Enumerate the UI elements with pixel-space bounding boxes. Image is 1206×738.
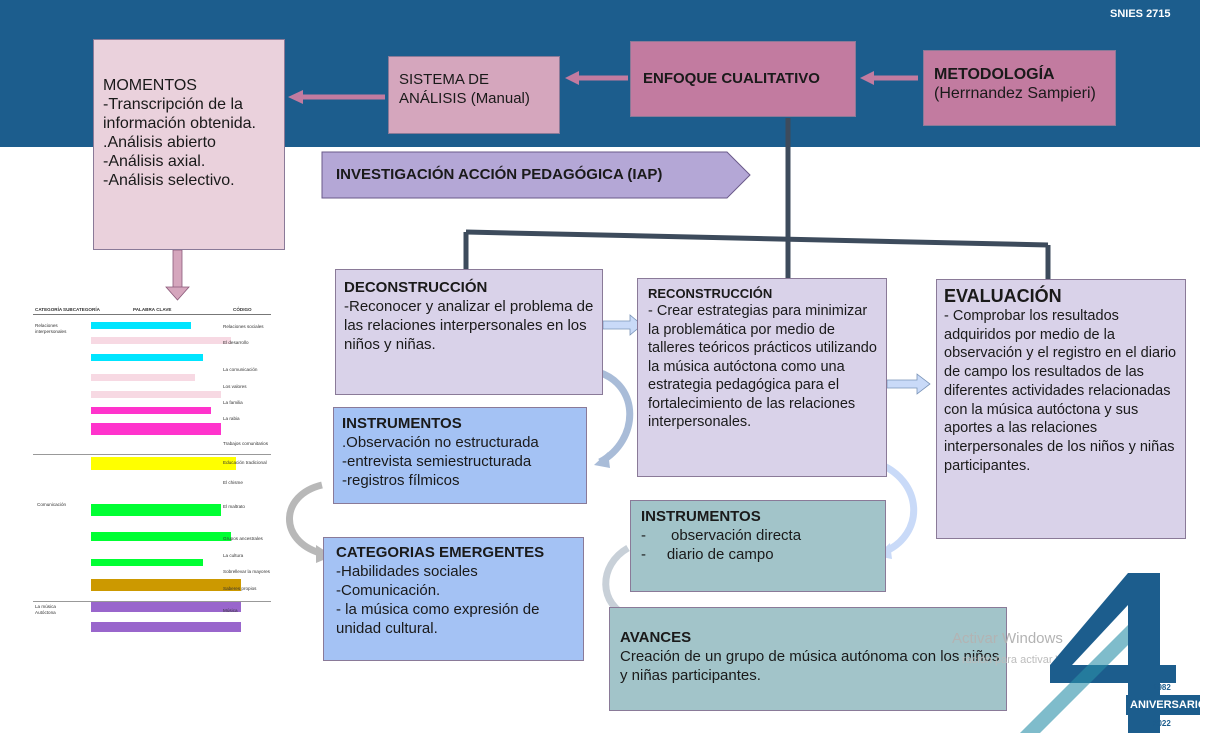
table-code: Educación tradicional	[223, 460, 267, 465]
table-code: La rabia	[223, 416, 240, 421]
enfoque-title: ENFOQUE CUALITATIVO	[643, 70, 820, 87]
arrowhead-table	[165, 286, 190, 301]
table-code: El maltrato	[223, 504, 245, 509]
instrumentos2-box: INSTRUMENTOS - observación directa - dia…	[630, 500, 886, 592]
momentos-item: -Análisis axial.	[103, 153, 206, 170]
coding-table-thumbnail: CATEGORÍA SUBCATEGORÍA PALABRA CLAVE CÓD…	[33, 304, 271, 640]
avances-box: AVANCES Creación de un grupo de música a…	[609, 607, 1007, 711]
arrowhead-enfoque	[860, 71, 874, 85]
tree-branch	[465, 229, 1049, 248]
table-header: SUBCATEGORÍA	[63, 307, 100, 312]
categorias-box: CATEGORIAS EMERGENTES -Habilidades socia…	[323, 537, 584, 661]
metodologia-box: METODOLOGÍA (Herrnandez Sampieri)	[923, 50, 1116, 126]
deconstruccion-text: -Reconocer y analizar el problema de las…	[344, 298, 594, 353]
anniversary-logo: 1982 ANIVERSARIO 2022	[1010, 565, 1206, 733]
enfoque-box: ENFOQUE CUALITATIVO	[630, 41, 856, 117]
momentos-title: MOMENTOS	[103, 77, 197, 94]
logo-year-start: 1982	[1153, 683, 1171, 692]
categorias-item: - la música como expresión de unidad cul…	[336, 601, 540, 637]
table-category: Relaciones interpersonales	[35, 323, 67, 334]
table-header: CATEGORÍA	[35, 307, 63, 312]
activation-watermark: Activar Windows	[952, 630, 1063, 647]
instrumentos2-item: - diario de campo	[641, 546, 774, 563]
reconstruccion-text: - Crear estrategias para minimizar la pr…	[648, 303, 877, 430]
table-header: PALABRA CLAVE	[133, 307, 172, 312]
metodologia-subtitle: (Herrnandez Sampieri)	[934, 85, 1096, 102]
curve-instrumentos-categorias	[286, 481, 323, 557]
evaluacion-box: EVALUACIÓN - Comprobar los resultados ad…	[936, 279, 1186, 539]
table-code: Sobrellevar la mayores	[223, 569, 270, 574]
evaluacion-title: EVALUACIÓN	[944, 286, 1062, 306]
table-code: La comunicación	[223, 367, 258, 372]
categorias-item: -Comunicación.	[336, 582, 441, 599]
sistema-box: SISTEMA DE ANÁLISIS (Manual)	[388, 56, 560, 134]
iap-label: INVESTIGACIÓN ACCIÓN PEDAGÓGICA (IAP)	[336, 166, 663, 183]
curve-recon-instrumentos2	[873, 458, 918, 556]
avances-title: AVANCES	[620, 629, 692, 646]
table-code: Trabajos comunitarios	[223, 441, 269, 446]
table-code: Relaciones sociales	[223, 324, 264, 329]
avances-text: Creación de un grupo de música autónoma …	[620, 648, 1000, 684]
table-code: La cultura	[223, 553, 244, 558]
instrumentos1-item: -entrevista semiestructurada	[342, 453, 532, 470]
table-code: El chisme	[223, 480, 243, 485]
instrumentos1-item: -registros fílmicos	[342, 472, 460, 489]
categorias-item: -Habilidades sociales	[336, 563, 478, 580]
instrumentos1-box: INSTRUMENTOS .Observación no estructurad…	[333, 407, 587, 504]
instrumentos2-title: INSTRUMENTOS	[641, 508, 761, 525]
table-code: Música	[223, 608, 238, 613]
logo-label: ANIVERSARIO	[1130, 699, 1206, 711]
metodologia-title: METODOLOGÍA	[934, 66, 1055, 83]
momentos-box: MOMENTOS -Transcripción de la informació…	[93, 39, 285, 250]
categorias-title: CATEGORIAS EMERGENTES	[336, 544, 545, 561]
table-code: Los valores	[223, 384, 247, 389]
table-code: Grupos ancestrales	[223, 536, 263, 541]
iap-arrow: INVESTIGACIÓN ACCIÓN PEDAGÓGICA (IAP)	[321, 151, 752, 199]
table-code: El desarrollo	[223, 340, 249, 345]
evaluacion-text: - Comprobar los resultados adquiridos po…	[944, 308, 1177, 474]
table-code: Saberes propios	[223, 586, 257, 591]
table-category: Comunicación	[37, 502, 67, 507]
momentos-item: -Transcripción de la información obtenid…	[103, 96, 256, 132]
arrow-recon-eval	[886, 373, 931, 395]
reconstruccion-box: RECONSTRUCCIÓN - Crear estrategias para …	[637, 278, 887, 477]
instrumentos1-title: INSTRUMENTOS	[342, 415, 462, 432]
snies-badge: SNIES 2715	[1110, 8, 1171, 20]
instrumentos1-item: .Observación no estructurada	[342, 434, 539, 451]
arrowhead-sistema	[565, 71, 579, 85]
arrow-momentos-table	[172, 249, 183, 289]
arrow-decon-recon	[602, 314, 643, 336]
anniversary-logo-mark	[1020, 573, 1200, 733]
table-header: CÓDIGO	[233, 307, 252, 312]
momentos-item: -Análisis selectivo.	[103, 172, 235, 189]
curve-decon-instrumentos	[596, 368, 634, 466]
instrumentos2-item: - observación directa	[641, 527, 802, 544]
curvehead-instrumentos1	[594, 452, 610, 468]
table-category: La música Autóctona	[35, 604, 56, 615]
table-code: La familia	[223, 400, 243, 405]
sistema-text: SISTEMA DE ANÁLISIS (Manual)	[399, 71, 530, 107]
deconstruccion-box: DECONSTRUCCIÓN -Reconocer y analizar el …	[335, 269, 603, 395]
deconstruccion-title: DECONSTRUCCIÓN	[344, 279, 488, 296]
logo-year-end: 2022	[1153, 719, 1171, 728]
momentos-item: .Análisis abierto	[103, 134, 216, 151]
arrowhead-momentos	[288, 90, 303, 104]
reconstruccion-title: RECONSTRUCCIÓN	[648, 286, 773, 301]
